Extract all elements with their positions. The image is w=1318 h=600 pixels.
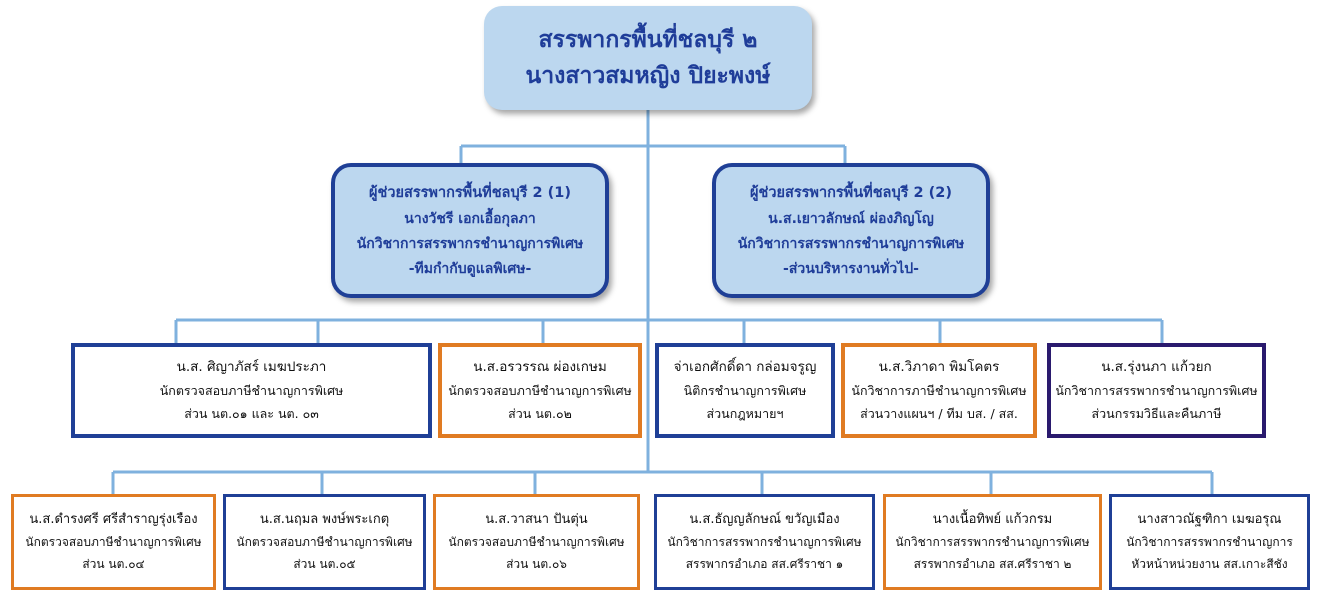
staff-name: น.ส.ธัญญลักษณ์ ขวัญเมือง — [689, 512, 840, 527]
staff-position: นักตรวจสอบภาษีชำนาญการพิเศษ — [159, 383, 344, 398]
staff-position: นักตรวจสอบภาษีชำนาญการพิเศษ — [236, 535, 413, 549]
staff-box-mid-3: จ่าเอกศักดิ์ดา กล่อมจรูญ นิติกรชำนาญการพ… — [655, 343, 835, 438]
staff-name: น.ส.ดำรงศรี ศรีสำราญรุ่งเรือง — [29, 512, 198, 527]
staff-name: น.ส.วิภาดา พิมโคตร — [878, 359, 1000, 375]
staff-box-bottom-5: นางเนื้อทิพย์ แก้วกรม นักวิชาการสรรพากรช… — [883, 494, 1102, 590]
staff-name: นางเนื้อทิพย์ แก้วกรม — [932, 512, 1053, 527]
staff-unit: สรรพากรอำเภอ สส.ศรีราชา ๒ — [913, 557, 1072, 571]
staff-name: น.ส.วาสนา ปันตุ่น — [485, 512, 588, 527]
staff-unit: ส่วน นต.๐๖ — [506, 557, 567, 571]
staff-unit: ส่วน นต.๐๑ และ นต. ๐๓ — [184, 406, 319, 421]
head-revenue-officer-box: สรรพากรพื้นที่ชลบุรี ๒ นางสาวสมหญิง ปิยะ… — [484, 6, 812, 110]
staff-unit: ส่วน นต.๐๔ — [82, 557, 145, 571]
assistant-unit: -ส่วนบริหารงานทั่วไป- — [783, 261, 919, 277]
staff-box-bottom-1: น.ส.ดำรงศรี ศรีสำราญรุ่งเรือง นักตรวจสอบ… — [11, 494, 216, 590]
assistant-box-1: ผู้ช่วยสรรพากรพื้นที่ชลบุรี 2 (1) นางวัช… — [331, 163, 609, 298]
staff-position: นักวิชาการภาษีชำนาญการพิเศษ — [851, 383, 1027, 398]
staff-box-bottom-2: น.ส.นฤมล พงษ์พระเกตุ นักตรวจสอบภาษีชำนาญ… — [223, 494, 426, 590]
assistant-position: นักวิชาการสรรพากรชำนาญการพิเศษ — [737, 236, 965, 252]
staff-position: นักวิชาการสรรพากรชำนาญการพิเศษ — [667, 535, 862, 549]
staff-position: นักวิชาการสรรพากรชำนาญการพิเศษ — [895, 535, 1090, 549]
staff-position: นักตรวจสอบภาษีชำนาญการพิเศษ — [25, 535, 202, 549]
staff-box-mid-4: น.ส.วิภาดา พิมโคตร นักวิชาการภาษีชำนาญกา… — [841, 343, 1037, 438]
assistant-box-2: ผู้ช่วยสรรพากรพื้นที่ชลบุรี 2 (2) น.ส.เย… — [712, 163, 990, 298]
staff-name: นางสาวณัฐฑิกา เมฆอรุณ — [1137, 512, 1282, 527]
assistant-position: นักวิชาการสรรพากรชำนาญการพิเศษ — [356, 236, 584, 252]
staff-position: นิติกรชำนาญการพิเศษ — [683, 383, 807, 398]
assistant-name: นางวัชรี เอกเอื้อกุลภา — [404, 211, 536, 227]
assistant-title: ผู้ช่วยสรรพากรพื้นที่ชลบุรี 2 (2) — [750, 185, 952, 201]
staff-unit: หัวหน้าหน่วยงาน สส.เกาะสีชัง — [1131, 557, 1288, 571]
staff-box-mid-5: น.ส.รุ่งนภา แก้วยก นักวิชาการสรรพากรชำนา… — [1047, 343, 1266, 438]
staff-position: นักวิชาการสรรพากรชำนาญการพิเศษ — [1055, 383, 1258, 398]
staff-position: นักตรวจสอบภาษีชำนาญการพิเศษ — [448, 535, 625, 549]
staff-box-bottom-4: น.ส.ธัญญลักษณ์ ขวัญเมือง นักวิชาการสรรพา… — [654, 494, 875, 590]
head-name: นางสาวสมหญิง ปิยะพงษ์ — [525, 63, 771, 89]
staff-unit: ส่วนกรรมวิธีและคืนภาษี — [1091, 406, 1222, 421]
staff-unit: ส่วน นต.๐๕ — [293, 557, 356, 571]
assistant-unit: -ทีมกำกับดูแลพิเศษ- — [408, 261, 532, 277]
staff-unit: ส่วนกฎหมายฯ — [706, 406, 784, 421]
staff-position: นักตรวจสอบภาษีชำนาญการพิเศษ — [448, 383, 632, 398]
staff-name: น.ส.นฤมล พงษ์พระเกตุ — [259, 512, 390, 527]
staff-name: จ่าเอกศักดิ์ดา กล่อมจรูญ — [673, 359, 817, 375]
head-title: สรรพากรพื้นที่ชลบุรี ๒ — [538, 27, 758, 53]
staff-name: น.ส.รุ่งนภา แก้วยก — [1101, 359, 1212, 375]
staff-box-mid-1: น.ส. ศิญาภัสร์ เมฆประภา นักตรวจสอบภาษีชำ… — [71, 343, 432, 438]
staff-box-bottom-6: นางสาวณัฐฑิกา เมฆอรุณ นักวิชาการสรรพากรช… — [1109, 494, 1310, 590]
staff-name: น.ส.อรวรรณ ผ่องเกษม — [473, 359, 607, 375]
assistant-name: น.ส.เยาวลักษณ์ ผ่องภิญโญ — [768, 211, 934, 227]
staff-box-bottom-3: น.ส.วาสนา ปันตุ่น นักตรวจสอบภาษีชำนาญการ… — [433, 494, 640, 590]
staff-unit: ส่วนวางแผนฯ / ทีม บส. / สส. — [860, 406, 1018, 421]
staff-name: น.ส. ศิญาภัสร์ เมฆประภา — [176, 359, 327, 375]
staff-unit: สรรพากรอำเภอ สส.ศรีราชา ๑ — [685, 557, 844, 571]
staff-position: นักวิชาการสรรพากรชำนาญการ — [1126, 535, 1293, 549]
staff-box-mid-2: น.ส.อรวรรณ ผ่องเกษม นักตรวจสอบภาษีชำนาญก… — [438, 343, 642, 438]
staff-unit: ส่วน นต.๐๒ — [508, 406, 572, 421]
assistant-title: ผู้ช่วยสรรพากรพื้นที่ชลบุรี 2 (1) — [369, 185, 571, 201]
